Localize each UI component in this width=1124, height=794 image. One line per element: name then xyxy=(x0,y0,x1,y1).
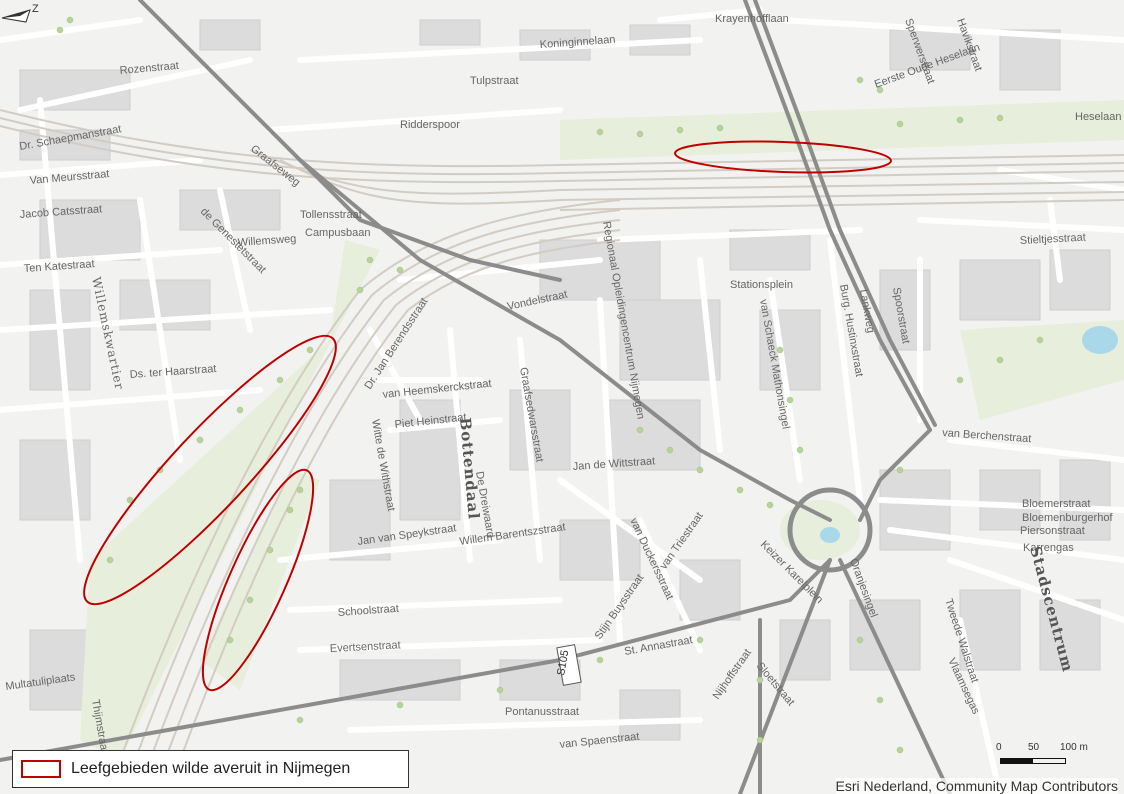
street-label: Ten Katestraat xyxy=(23,258,95,275)
street-label: Vondelstraat xyxy=(506,288,568,312)
street-label: Stieltjesstraat xyxy=(1020,232,1087,247)
street-label: Campusbaan xyxy=(305,227,370,239)
street-label: Koninginnelaan xyxy=(539,34,616,51)
street-label: Pontanusstraat xyxy=(505,706,579,718)
keizer-karelplein-roundabout xyxy=(787,487,873,573)
street-label: St. Annastraat xyxy=(623,634,693,658)
street-label: Lankweg xyxy=(857,288,876,333)
street-label: Tollensstraat xyxy=(300,209,362,221)
pond xyxy=(1082,326,1118,354)
minor-streets xyxy=(0,7,1124,794)
north-arrow-label: Z xyxy=(32,3,39,15)
north-arrow-icon: Z xyxy=(1,3,39,23)
scale-tick: 50 xyxy=(1028,742,1040,753)
street-label: Krayenhofflaan xyxy=(715,13,789,25)
habitat-areas xyxy=(59,138,892,701)
habitat-area-south[interactable] xyxy=(184,459,333,701)
street-label: van Spaenstraat xyxy=(559,731,640,751)
attribution-text: Esri Nederland, Community Map Contributo… xyxy=(835,778,1118,794)
major-roads xyxy=(0,0,952,794)
street-label: Ds. ter Haarstraat xyxy=(129,363,216,381)
road-shield: S105 xyxy=(555,644,582,686)
scale-tick: 0 xyxy=(996,742,1002,753)
legend-swatch xyxy=(21,760,61,778)
habitat-area-station[interactable] xyxy=(674,138,892,176)
street-label: Jan de Wittstraat xyxy=(572,455,655,473)
street-label: Bloemenburgerhof xyxy=(1022,512,1113,524)
street-label: Schoolstraat xyxy=(337,603,399,619)
pond-keizer-karelplein xyxy=(820,527,840,543)
tree-dots xyxy=(56,16,1044,754)
street-label: Tulpstraat xyxy=(470,75,519,87)
road-shield-label: S105 xyxy=(555,649,571,676)
legend-label: Leefgebieden wilde averuit in Nijmegen xyxy=(71,760,351,777)
street-label: Piersonstraat xyxy=(1020,525,1085,537)
scale-bar-graphic xyxy=(1000,758,1066,764)
street-label: Heselaan xyxy=(1075,111,1121,123)
street-label: Willemsweg xyxy=(237,233,296,249)
street-label: Willem Barentszstraat xyxy=(459,521,567,548)
scale-tick: 100 m xyxy=(1060,742,1088,753)
street-label: Bloemerstraat xyxy=(1022,498,1090,510)
street-label: Nijhoffstraat xyxy=(711,647,754,702)
street-label: Evertsenstraat xyxy=(330,639,401,655)
street-label: Stationsplein xyxy=(730,279,793,291)
railway-tracks xyxy=(0,109,1124,761)
map-legend: Leefgebieden wilde averuit in Nijmegen xyxy=(12,750,409,788)
scale-bar: 0 50 100 m xyxy=(996,742,1106,772)
street-label: Rozenstraat xyxy=(119,60,179,77)
street-label: Jacob Catsstraat xyxy=(19,203,102,221)
street-label: Ridderspoor xyxy=(400,119,460,131)
street-label: Karrengas xyxy=(1023,542,1074,554)
habitat-area-west[interactable] xyxy=(59,312,360,627)
